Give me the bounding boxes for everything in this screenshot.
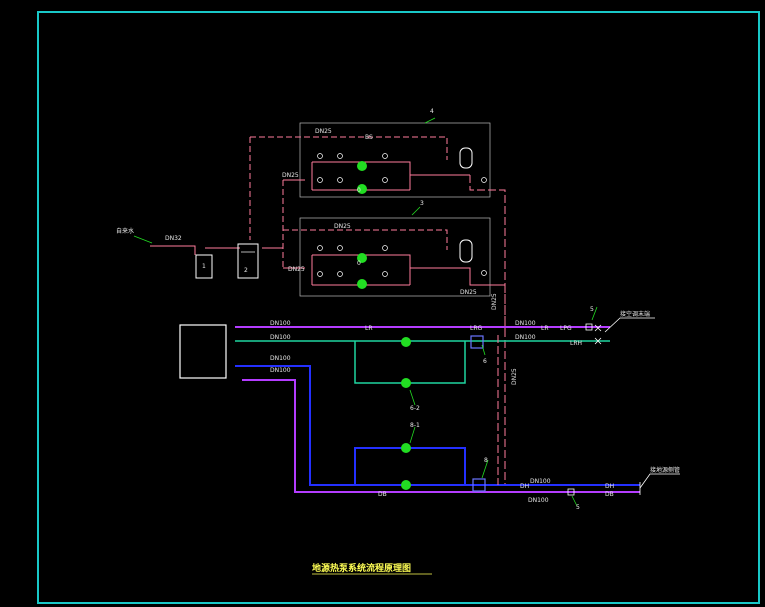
tag-3: 3 xyxy=(420,200,424,207)
separator-8 xyxy=(472,478,486,492)
drawing-frame xyxy=(37,11,760,604)
label-lrg: LRG xyxy=(470,325,483,332)
label-dn25-d: DN25 xyxy=(288,266,305,273)
label-dn25-v: DN25 xyxy=(491,293,498,310)
tag-2: 2 xyxy=(244,267,248,274)
lrh-line xyxy=(235,340,610,384)
label-dn100-2: DN100 xyxy=(270,334,291,341)
label-pump-1: 0 xyxy=(357,187,361,194)
label-dn25-f: DN25 xyxy=(511,368,518,385)
unit-box-4 xyxy=(299,122,491,198)
label-lr-2: LR xyxy=(541,325,549,332)
label-pump-2: 0 xyxy=(357,260,361,267)
tag-5a: 5 xyxy=(590,306,594,313)
label-user-top: 接空调末端 xyxy=(620,310,650,318)
tag-leaders xyxy=(133,117,598,507)
softener-tank-2 xyxy=(237,243,259,279)
label-dn100-1: DN100 xyxy=(270,320,291,327)
valve-group-right xyxy=(567,323,602,496)
label-dh-2: DH xyxy=(605,483,614,490)
label-bs: BS xyxy=(365,134,373,141)
label-user-bot: 接地源侧管 xyxy=(650,466,680,474)
label-lr-1: LR xyxy=(365,325,373,332)
tag-6: 6 xyxy=(483,358,487,365)
gauge-icons-top xyxy=(317,153,487,277)
pump-row-top xyxy=(357,161,367,289)
label-dn100-4: DN100 xyxy=(270,367,291,374)
label-dn25-c: DN25 xyxy=(334,223,351,230)
tag-1: 1 xyxy=(202,263,206,270)
pump-row-mid xyxy=(401,337,411,490)
label-db-1: DB xyxy=(378,491,387,498)
diagram-title: 地源热泵系统流程原理图 xyxy=(312,562,411,574)
label-dn32: DN32 xyxy=(165,235,182,242)
label-dn100-r4: DN100 xyxy=(528,497,549,504)
top-section xyxy=(150,122,506,485)
label-dn25-e: DN25 xyxy=(460,289,477,296)
label-inlet: 自来水 xyxy=(116,227,134,235)
separator-6 xyxy=(470,335,484,349)
makeup-tank-1 xyxy=(195,254,213,279)
tag-5b: 5 xyxy=(576,504,580,511)
label-dn100-3: DN100 xyxy=(270,355,291,362)
expansion-tank-b xyxy=(459,239,473,263)
label-dn100-r2: DN100 xyxy=(515,334,536,341)
label-lrh: LRH xyxy=(570,340,582,347)
label-lpg: LPG xyxy=(560,325,572,332)
tag-6-2: 6-2 xyxy=(410,405,420,412)
label-dn25-b: DN25 xyxy=(282,172,299,179)
user-connectors xyxy=(604,317,680,495)
lr-line xyxy=(235,326,640,493)
label-dn100-r3: DN100 xyxy=(530,478,551,485)
label-dh-1: DH xyxy=(520,483,529,490)
expansion-tank-a xyxy=(459,147,473,169)
tag-4: 4 xyxy=(430,108,434,115)
tag-8: 8 xyxy=(484,457,488,464)
tag-8-1: 8-1 xyxy=(410,422,420,429)
label-dn25-a: DN25 xyxy=(315,128,332,135)
label-db-2: DB xyxy=(605,491,614,498)
unit-box-3 xyxy=(299,217,491,297)
label-dn100-r1: DN100 xyxy=(515,320,536,327)
heat-pump-unit xyxy=(179,324,227,379)
